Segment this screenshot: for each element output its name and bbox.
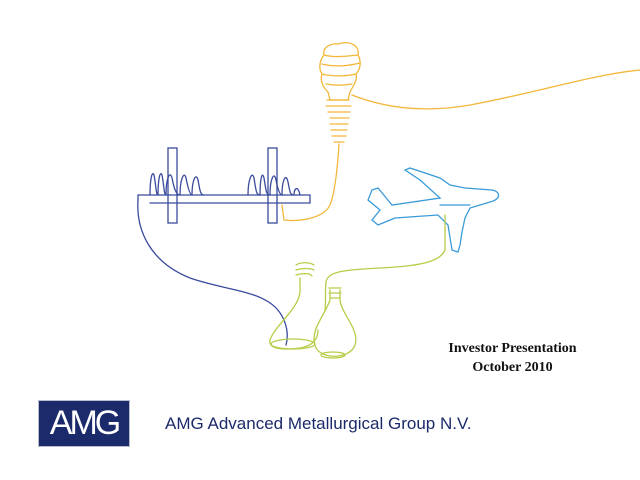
amg-logo: AMG bbox=[38, 400, 130, 447]
presentation-title: Investor Presentation bbox=[448, 341, 577, 356]
lightbulb-icon bbox=[281, 42, 640, 222]
logo-text: AMG bbox=[49, 404, 121, 442]
company-name: AMG Advanced Metallurgical Group N.V. bbox=[165, 414, 472, 433]
flask-icon bbox=[269, 214, 446, 359]
airplane-icon bbox=[367, 167, 500, 253]
furnace-icon bbox=[137, 147, 311, 346]
presentation-date: October 2010 bbox=[472, 360, 553, 375]
